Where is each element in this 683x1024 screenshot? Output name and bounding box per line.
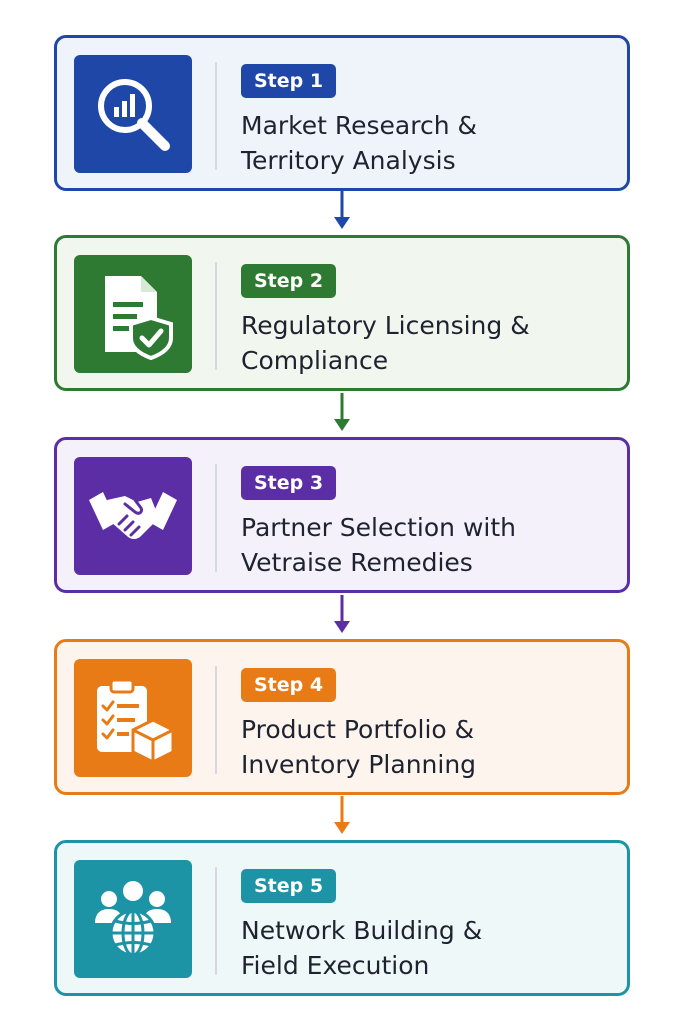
- step-2-icon-tile: [74, 255, 192, 373]
- step-4-title-line-1: Product Portfolio &: [241, 715, 475, 744]
- step-card-4: Step 4 Product Portfolio & Inventory Pla…: [54, 639, 630, 795]
- step-3-title-line-2: Vetraise Remedies: [241, 548, 473, 577]
- step-4-badge: Step 4: [241, 668, 337, 702]
- step-1-icon-tile: [74, 55, 192, 173]
- people-globe-icon: [95, 881, 171, 957]
- step-1-badge: Step 1: [241, 64, 337, 98]
- step-4-title-line-2: Inventory Planning: [241, 750, 477, 779]
- step-1-divider: [215, 62, 217, 170]
- step-2-title-line-1: Regulatory Licensing &: [241, 311, 530, 340]
- clipboard-box-icon: [97, 678, 175, 764]
- step-5-title-line-1: Network Building &: [241, 916, 483, 945]
- step-5-title-line-2: Field Execution: [241, 951, 430, 980]
- connector-arrow-2: [334, 393, 350, 431]
- step-3-divider: [215, 464, 217, 572]
- step-card-2: Step 2 Regulatory Licensing & Compliance: [54, 235, 630, 391]
- step-card-1: Step 1 Market Research & Territory Analy…: [54, 35, 630, 191]
- step-4-title: Product Portfolio & Inventory Planning: [241, 712, 611, 782]
- step-3-badge: Step 3: [241, 466, 337, 500]
- step-card-5: Step 5 Network Building & Field Executio…: [54, 840, 630, 996]
- connector-arrow-1: [334, 191, 350, 229]
- step-1-title-line-2: Territory Analysis: [241, 146, 456, 175]
- connector-arrow-3: [334, 595, 350, 633]
- document-shield-icon: [105, 276, 173, 361]
- step-2-divider: [215, 262, 217, 370]
- step-5-icon-tile: [74, 860, 192, 978]
- step-1-title: Market Research & Territory Analysis: [241, 108, 611, 178]
- step-3-title-line-1: Partner Selection with: [241, 513, 516, 542]
- step-3-icon-tile: [74, 457, 192, 575]
- step-5-title: Network Building & Field Execution: [241, 913, 611, 983]
- step-5-divider: [215, 867, 217, 975]
- step-card-3: Step 3 Partner Selection with Vetraise R…: [54, 437, 630, 593]
- handshake-icon: [89, 492, 177, 539]
- step-2-badge: Step 2: [241, 264, 337, 298]
- step-4-divider: [215, 666, 217, 774]
- step-2-title: Regulatory Licensing & Compliance: [241, 308, 611, 378]
- step-4-icon-tile: [74, 659, 192, 777]
- step-2-title-line-2: Compliance: [241, 346, 389, 375]
- step-5-badge: Step 5: [241, 869, 337, 903]
- magnifier-bar-chart-icon: [98, 79, 170, 151]
- step-3-title: Partner Selection with Vetraise Remedies: [241, 510, 611, 580]
- connector-arrow-4: [334, 796, 350, 834]
- step-1-title-line-1: Market Research &: [241, 111, 477, 140]
